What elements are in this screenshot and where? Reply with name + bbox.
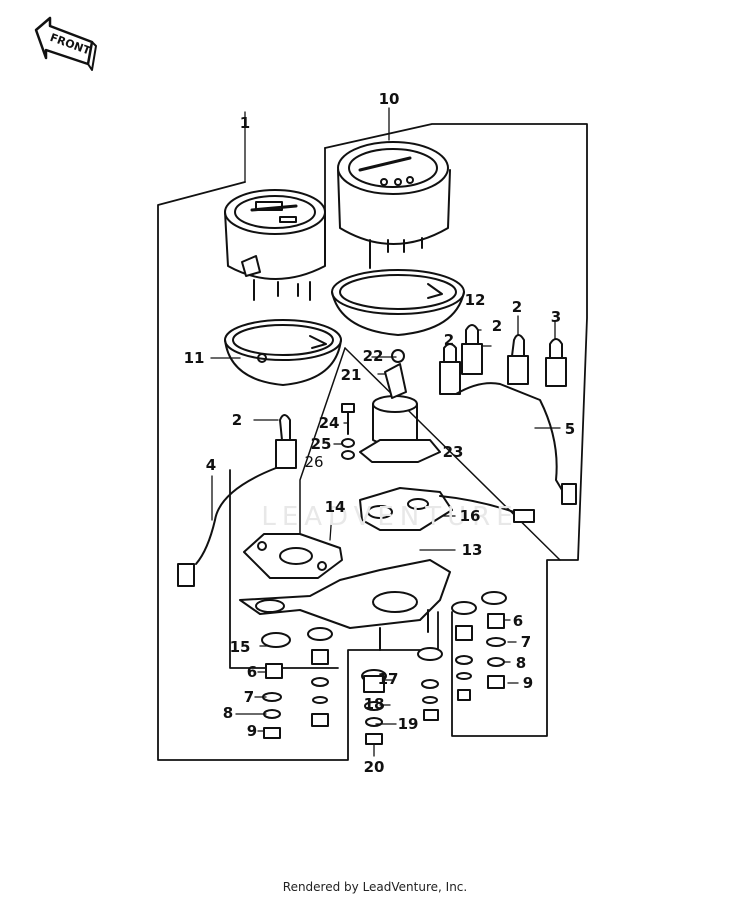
callout-15: 15 [230,638,251,656]
hardware-stack-right [451,591,507,701]
callout-19: 19 [398,715,419,733]
callout-3: 3 [551,308,561,326]
callout-26: 26 [304,453,323,471]
bolt-24 [341,403,355,460]
callout-1: 1 [240,114,250,132]
callout-21: 21 [341,366,362,384]
bulb-sockets-right [439,324,577,505]
callout-7: 7 [244,688,254,706]
callout-11: 11 [184,349,205,367]
callout-2: 2 [444,331,454,349]
callout-14: 14 [325,498,346,516]
mounting-plate-14 [243,533,343,579]
hardware-stack-center [361,647,443,745]
callout-9: 9 [247,722,257,740]
callout-2: 2 [492,317,502,335]
callout-12: 12 [465,291,486,309]
callout-4: 4 [206,456,216,474]
callout-5: 5 [565,420,575,438]
callout-6: 6 [247,663,257,681]
gauge-right [337,141,451,269]
callout-6: 6 [513,612,523,630]
callout-2: 2 [232,411,242,429]
callout-13: 13 [462,541,483,559]
gauge-cup-right [331,269,465,336]
callout-10: 10 [379,90,400,108]
callout-25: 25 [311,435,332,453]
switch-bracket [359,439,441,463]
callout-2: 2 [512,298,522,316]
callout-16: 16 [460,507,481,525]
front-arrow-icon: FRONT [34,16,97,71]
callout-23: 23 [443,443,464,461]
gauge-cup-left [224,319,342,386]
group-bracket-right [324,123,588,737]
callout-7: 7 [521,633,531,651]
mounting-plate-16 [359,487,453,531]
callout-17: 17 [378,670,399,688]
watermark-text: LEADVENTURE [261,502,518,532]
gauge-left [224,189,326,301]
callout-8: 8 [223,704,233,722]
callout-20: 20 [364,758,385,776]
callout-24: 24 [319,414,340,432]
callout-8: 8 [516,654,526,672]
callout-18: 18 [364,695,385,713]
footer-credit: Rendered by LeadVenture, Inc. [282,880,468,894]
callout-22: 22 [363,347,384,365]
bulb-socket-left [177,414,297,587]
hardware-stack-left [261,627,333,739]
callout-9: 9 [523,674,533,692]
